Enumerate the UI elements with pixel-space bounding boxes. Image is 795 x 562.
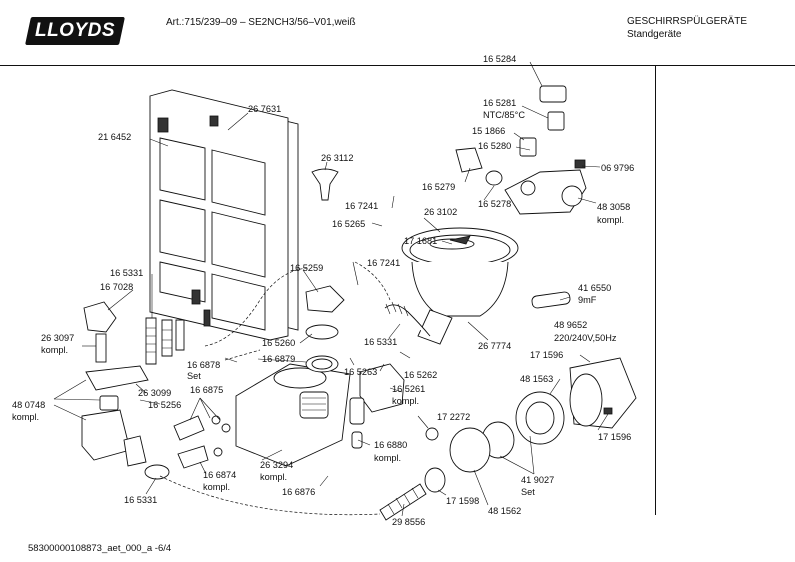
callout-label: 26 3102	[424, 207, 457, 217]
callout-label: 16 6876	[282, 487, 315, 497]
callout-label: 21 6452	[98, 132, 131, 142]
callout-label: 16 5265	[332, 219, 365, 229]
callout-label: 16 5256	[148, 400, 181, 410]
callout-label: 17 1596	[530, 350, 563, 360]
callout-label: kompl.	[12, 412, 39, 422]
callout-label: kompl.	[392, 396, 419, 406]
callout-label: 17 1681	[404, 236, 437, 246]
callout-label: 16 5261	[392, 384, 425, 394]
callout-label: 16 5281	[483, 98, 516, 108]
callout-label: 16 7028	[100, 282, 133, 292]
drain-hose-part	[144, 464, 427, 521]
sump-housing-part	[401, 227, 519, 345]
page-header: LLOYDS Art.:715/239–09 – SE2NCH3/56–V01,…	[0, 0, 795, 70]
callout-label: 16 5263	[344, 367, 377, 377]
hose-routing-line	[159, 475, 381, 516]
rear-panel-part	[149, 89, 299, 341]
sensor-group-part	[455, 85, 587, 215]
callout-label: 48 1562	[488, 506, 521, 516]
callout-label: 16 5279	[422, 182, 455, 192]
callout-label: 15 1866	[472, 126, 505, 136]
callout-label: 16 5331	[364, 337, 397, 347]
callout-label: 16 7241	[345, 201, 378, 211]
category-title: GESCHIRRSPÜLGERÄTE	[627, 16, 748, 27]
callout-label: 16 5331	[124, 495, 157, 505]
callout-label: 16 5284	[483, 54, 516, 64]
dispenser-part	[349, 363, 405, 449]
seal-rings-part	[305, 285, 345, 373]
callout-label: 16 6879	[262, 354, 295, 364]
callout-label: Set	[521, 487, 535, 497]
callout-label: 16 6880	[374, 440, 407, 450]
connector-parts	[173, 415, 231, 469]
callout-label: 41 6550	[578, 283, 611, 293]
leader-lines	[53, 61, 609, 517]
capacitor-part	[531, 291, 571, 309]
hose-routing-line	[354, 261, 391, 301]
callout-label: 9mF	[578, 295, 597, 305]
callout-label: 17 2272	[437, 412, 470, 422]
inlet-valve-part	[81, 301, 149, 467]
hose-routing-line	[224, 349, 261, 361]
funnel-part	[311, 168, 339, 201]
callout-label: kompl.	[41, 345, 68, 355]
callout-label: 16 5278	[478, 199, 511, 209]
callout-label: kompl.	[260, 472, 287, 482]
callout-label: 26 7774	[478, 341, 511, 351]
callout-label: 16 7241	[367, 258, 400, 268]
callout-label: 17 1598	[446, 496, 479, 506]
left-hoses-part	[145, 317, 185, 365]
callout-label: 48 1563	[520, 374, 553, 384]
water-softener-part	[235, 363, 351, 467]
callout-label: Set	[187, 371, 201, 381]
callout-label: kompl.	[597, 215, 624, 225]
callout-label: 48 9652	[554, 320, 587, 330]
callout-label: 16 5331	[110, 268, 143, 278]
callout-label: 41 9027	[521, 475, 554, 485]
callout-label: 16 5280	[478, 141, 511, 151]
callout-label: NTC/85°C	[483, 110, 525, 120]
callout-label: 48 3058	[597, 202, 630, 212]
hose-routing-line	[204, 267, 309, 347]
document-id: 58300000108873_aet_000_a -6/4	[28, 543, 172, 554]
callout-label: 16 6878	[187, 360, 220, 370]
callout-label: 26 3294	[260, 460, 293, 470]
callout-label: 29 8556	[392, 517, 425, 527]
callout-label: 16 6875	[190, 385, 223, 395]
callout-label: 17 1596	[598, 432, 631, 442]
callout-label: kompl.	[203, 482, 230, 492]
callout-label: 48 0748	[12, 400, 45, 410]
callout-labels: 26 7631 21 6452 26 3112 16 5284 16 5281 …	[12, 54, 634, 527]
header-divider	[0, 65, 795, 66]
pump-motor-part	[424, 357, 637, 493]
callout-label: 26 3112	[321, 153, 354, 163]
callout-label: 26 3099	[138, 388, 171, 398]
column-divider	[655, 65, 656, 515]
callout-label: 16 5260	[262, 338, 295, 348]
callout-label: 26 7631	[248, 104, 281, 114]
callout-label: 220/240V,50Hz	[554, 333, 617, 343]
category-subtitle: Standgeräte	[627, 29, 682, 40]
callout-label: 06 9796	[601, 163, 634, 173]
article-number: Art.:715/239–09 – SE2NCH3/56–V01,weiß	[166, 17, 356, 28]
callout-label: 16 6874	[203, 470, 236, 480]
callout-label: 16 5259	[290, 263, 323, 273]
callout-label: 26 3097	[41, 333, 74, 343]
callout-label: kompl.	[374, 453, 401, 463]
heater-hose-part	[384, 301, 431, 337]
callout-label: 16 5262	[404, 370, 437, 380]
